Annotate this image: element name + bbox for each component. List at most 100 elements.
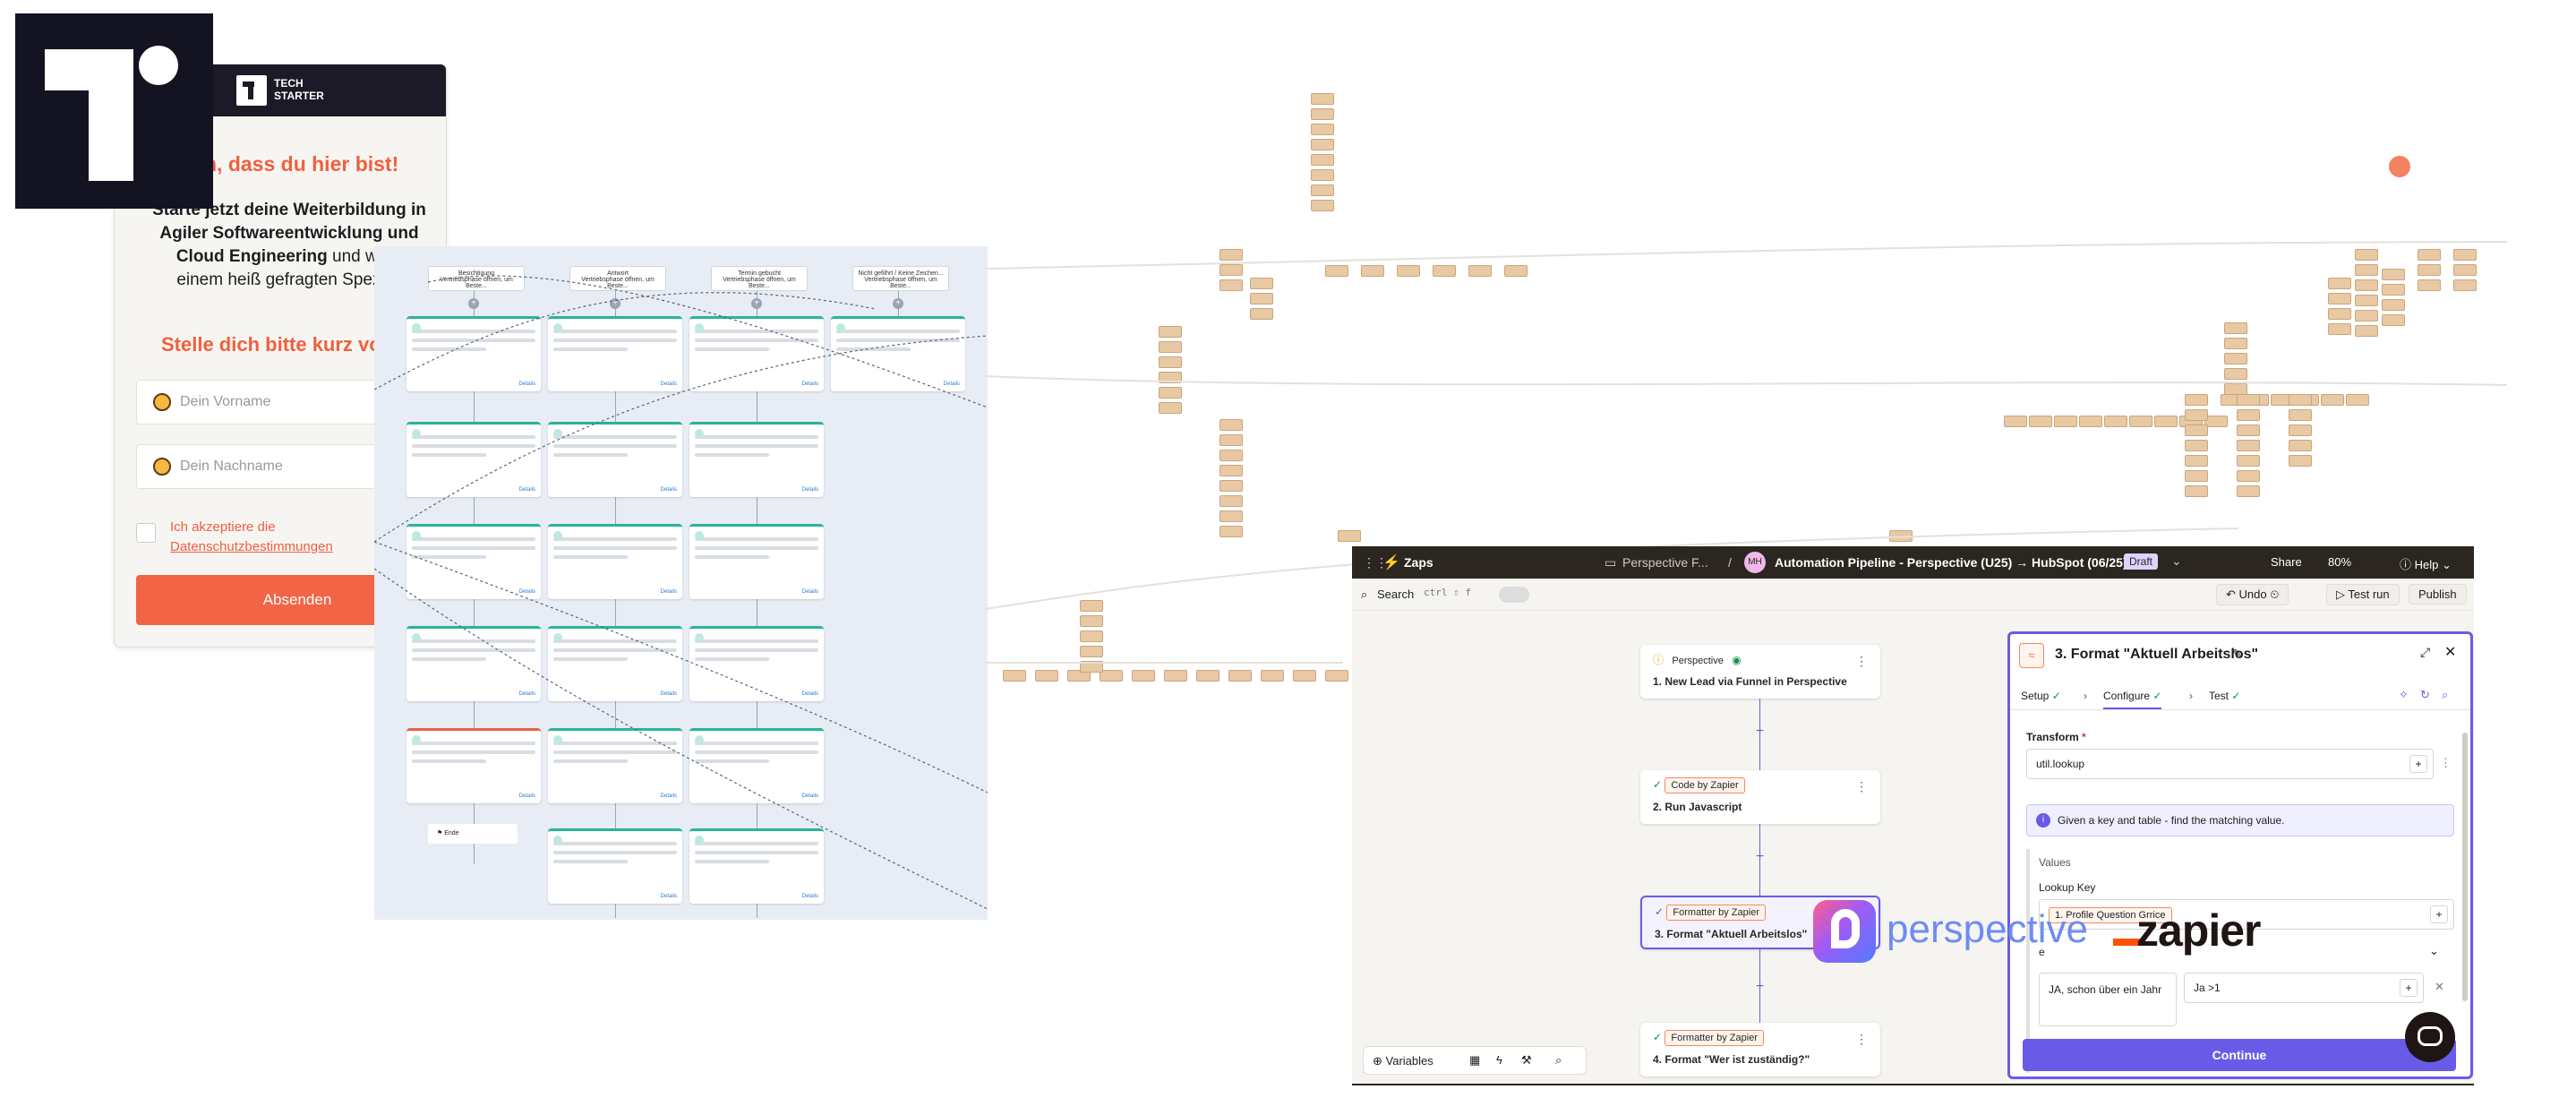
more-options-icon[interactable]: ⋮ (1855, 654, 1868, 668)
chat-support-button[interactable] (2405, 1012, 2455, 1062)
zap-step-2[interactable]: ✓ Code by Zapier 2. Run Javascript ⋮ (1640, 770, 1880, 824)
workflow-card[interactable]: Details (407, 422, 541, 497)
search-button[interactable]: Search (1377, 588, 1415, 601)
diagram-block (1159, 356, 1182, 368)
diagram-block (2185, 425, 2208, 436)
add-step-icon[interactable]: + (893, 298, 903, 309)
test-run-button[interactable]: ▷ Test run (2326, 584, 2400, 605)
diagram-block (2418, 279, 2441, 291)
transform-select[interactable]: util.lookup+ (2026, 749, 2434, 779)
check-icon: ✓ (1653, 1031, 1663, 1043)
workflow-card[interactable]: Details (689, 828, 824, 904)
workflow-card[interactable]: Details (689, 728, 824, 803)
tab-configure[interactable]: Configure ✓ (2103, 690, 2162, 709)
zoom-select[interactable]: 80% (2328, 555, 2352, 569)
lookup-key-field[interactable]: 1. Profile Question Grrice + (2039, 899, 2454, 930)
workflow-card[interactable]: Details (689, 422, 824, 497)
step-config-panel: ≈ 3. Format "Aktuell Arbeitslos" ✎ ⤢ ✕ S… (2007, 631, 2473, 1079)
diagram-block (1250, 278, 1273, 289)
sparkle-icon[interactable]: ✧ (2399, 688, 2409, 701)
chevron-down-icon[interactable]: ⌄ (2429, 944, 2439, 957)
zaps-nav-title[interactable]: Zaps (1404, 555, 1433, 570)
tab-setup[interactable]: Setup ✓ (2021, 690, 2061, 702)
chevron-down-icon[interactable]: ⌄ (2171, 553, 2182, 568)
diagram-block (2204, 416, 2228, 427)
zap-name[interactable]: Automation Pipeline - Perspective (U25) … (1775, 555, 2127, 570)
step-app-label: Formatter by Zapier (1666, 905, 1766, 921)
techstarter-logo (15, 13, 213, 209)
tab-test[interactable]: Test ✓ (2209, 690, 2241, 702)
app-grid-icon[interactable]: ⋮⋮ (1363, 555, 1388, 570)
diagram-block (1080, 630, 1103, 642)
panel-title[interactable]: 3. Format "Aktuell Arbeitslos" (2055, 647, 2259, 662)
add-icon[interactable]: + (2409, 755, 2427, 773)
toggle-switch[interactable] (1499, 587, 1529, 603)
avatar: MH (1744, 552, 1766, 573)
diagram-block (2237, 394, 2260, 406)
lookup-table-label: e (2039, 946, 2045, 958)
diagram-block (2237, 455, 2260, 467)
add-icon[interactable]: + (2430, 905, 2448, 923)
diagram-block (2237, 425, 2260, 436)
add-step-icon[interactable]: + (610, 298, 620, 309)
add-step-icon[interactable]: + (1755, 849, 1765, 864)
workflow-card[interactable]: Details (548, 728, 682, 803)
panel-scrollbar[interactable] (2462, 733, 2468, 1001)
help-menu[interactable]: ⓘ Help ⌄ (2400, 558, 2452, 571)
diagram-block (1080, 615, 1103, 627)
workflow-card[interactable]: Details (831, 316, 965, 391)
more-options-icon[interactable]: ⋮ (1855, 1032, 1868, 1046)
search-icon[interactable]: ⌕ (1555, 1053, 1562, 1067)
refresh-icon[interactable]: ↻ (2420, 688, 2430, 701)
search-icon: ⌕ (1361, 588, 1368, 601)
workflow-card[interactable]: Details (689, 524, 824, 599)
add-step-icon[interactable]: + (468, 298, 479, 309)
bolt-icon[interactable]: ϟ (1496, 1053, 1502, 1067)
privacy-link[interactable]: Datenschutzbestimmungen (170, 539, 333, 554)
workflow-card[interactable]: Details (407, 626, 541, 701)
chat-icon (2418, 1026, 2443, 1046)
publish-button[interactable]: Publish (2409, 584, 2467, 605)
workflow-card[interactable]: Details (548, 828, 682, 904)
continue-button[interactable]: Continue (2023, 1039, 2456, 1071)
end-node[interactable]: ⚑ Ende (428, 824, 518, 844)
workflow-card[interactable]: Details (548, 422, 682, 497)
lookup-row-value[interactable]: Ja >1+ (2184, 973, 2424, 1003)
add-step-icon[interactable]: + (1755, 979, 1765, 994)
zap-step-1[interactable]: ⓘ Perspective ◉ 1. New Lead via Funnel i… (1640, 645, 1880, 699)
workflow-card[interactable]: Details (689, 626, 824, 701)
workflow-card[interactable]: Details (548, 316, 682, 391)
workflow-card[interactable]: Details (548, 524, 682, 599)
workflow-card[interactable]: Details (407, 728, 541, 803)
search-icon[interactable]: ⌕ (2442, 688, 2449, 701)
add-icon[interactable]: + (2400, 979, 2418, 997)
undo-button[interactable]: ↶ Undo ⏲ (2216, 584, 2289, 605)
expand-icon[interactable]: ⤢ (2420, 645, 2431, 659)
more-options-icon[interactable]: ⋮ (1855, 779, 1868, 793)
workflow-card[interactable]: Details (548, 626, 682, 701)
layout-icon[interactable]: ▦ (1469, 1053, 1481, 1067)
workflow-card[interactable]: Details (407, 524, 541, 599)
remove-row-icon[interactable]: ✕ (2435, 980, 2444, 993)
add-step-icon[interactable]: + (1755, 724, 1765, 739)
zapier-toolbar: ⌕ Search ctrl ⇧ f ↶ Undo ⏲ ▷ Test run Pu… (1352, 579, 2474, 611)
variable-pill[interactable]: 1. Profile Question Grrice (2049, 907, 2172, 923)
more-options-icon[interactable]: ⋮ (2440, 756, 2452, 769)
diagram-block (1311, 93, 1334, 105)
workflow-card[interactable]: Details (689, 316, 824, 391)
lookup-row-key[interactable]: JA, schon über ein Jahr (2039, 973, 2177, 1026)
zap-step-4[interactable]: ✓ Formatter by Zapier 4. Format "Wer ist… (1640, 1023, 1880, 1076)
wrench-icon[interactable]: ⚒ (1521, 1053, 1532, 1067)
edit-pencil-icon[interactable]: ✎ (2232, 647, 2242, 660)
share-button[interactable]: Share (2271, 555, 2302, 569)
consent-checkbox[interactable] (136, 523, 156, 543)
folder-breadcrumb[interactable]: Perspective F... (1622, 555, 1708, 570)
diagram-block (2237, 409, 2260, 421)
add-step-icon[interactable]: + (751, 298, 762, 309)
close-icon[interactable]: ✕ (2444, 645, 2457, 660)
variables-button[interactable]: ⊕ Variables (1373, 1054, 1433, 1068)
workflow-card[interactable]: Details (407, 316, 541, 391)
diagram-block (1250, 308, 1273, 320)
